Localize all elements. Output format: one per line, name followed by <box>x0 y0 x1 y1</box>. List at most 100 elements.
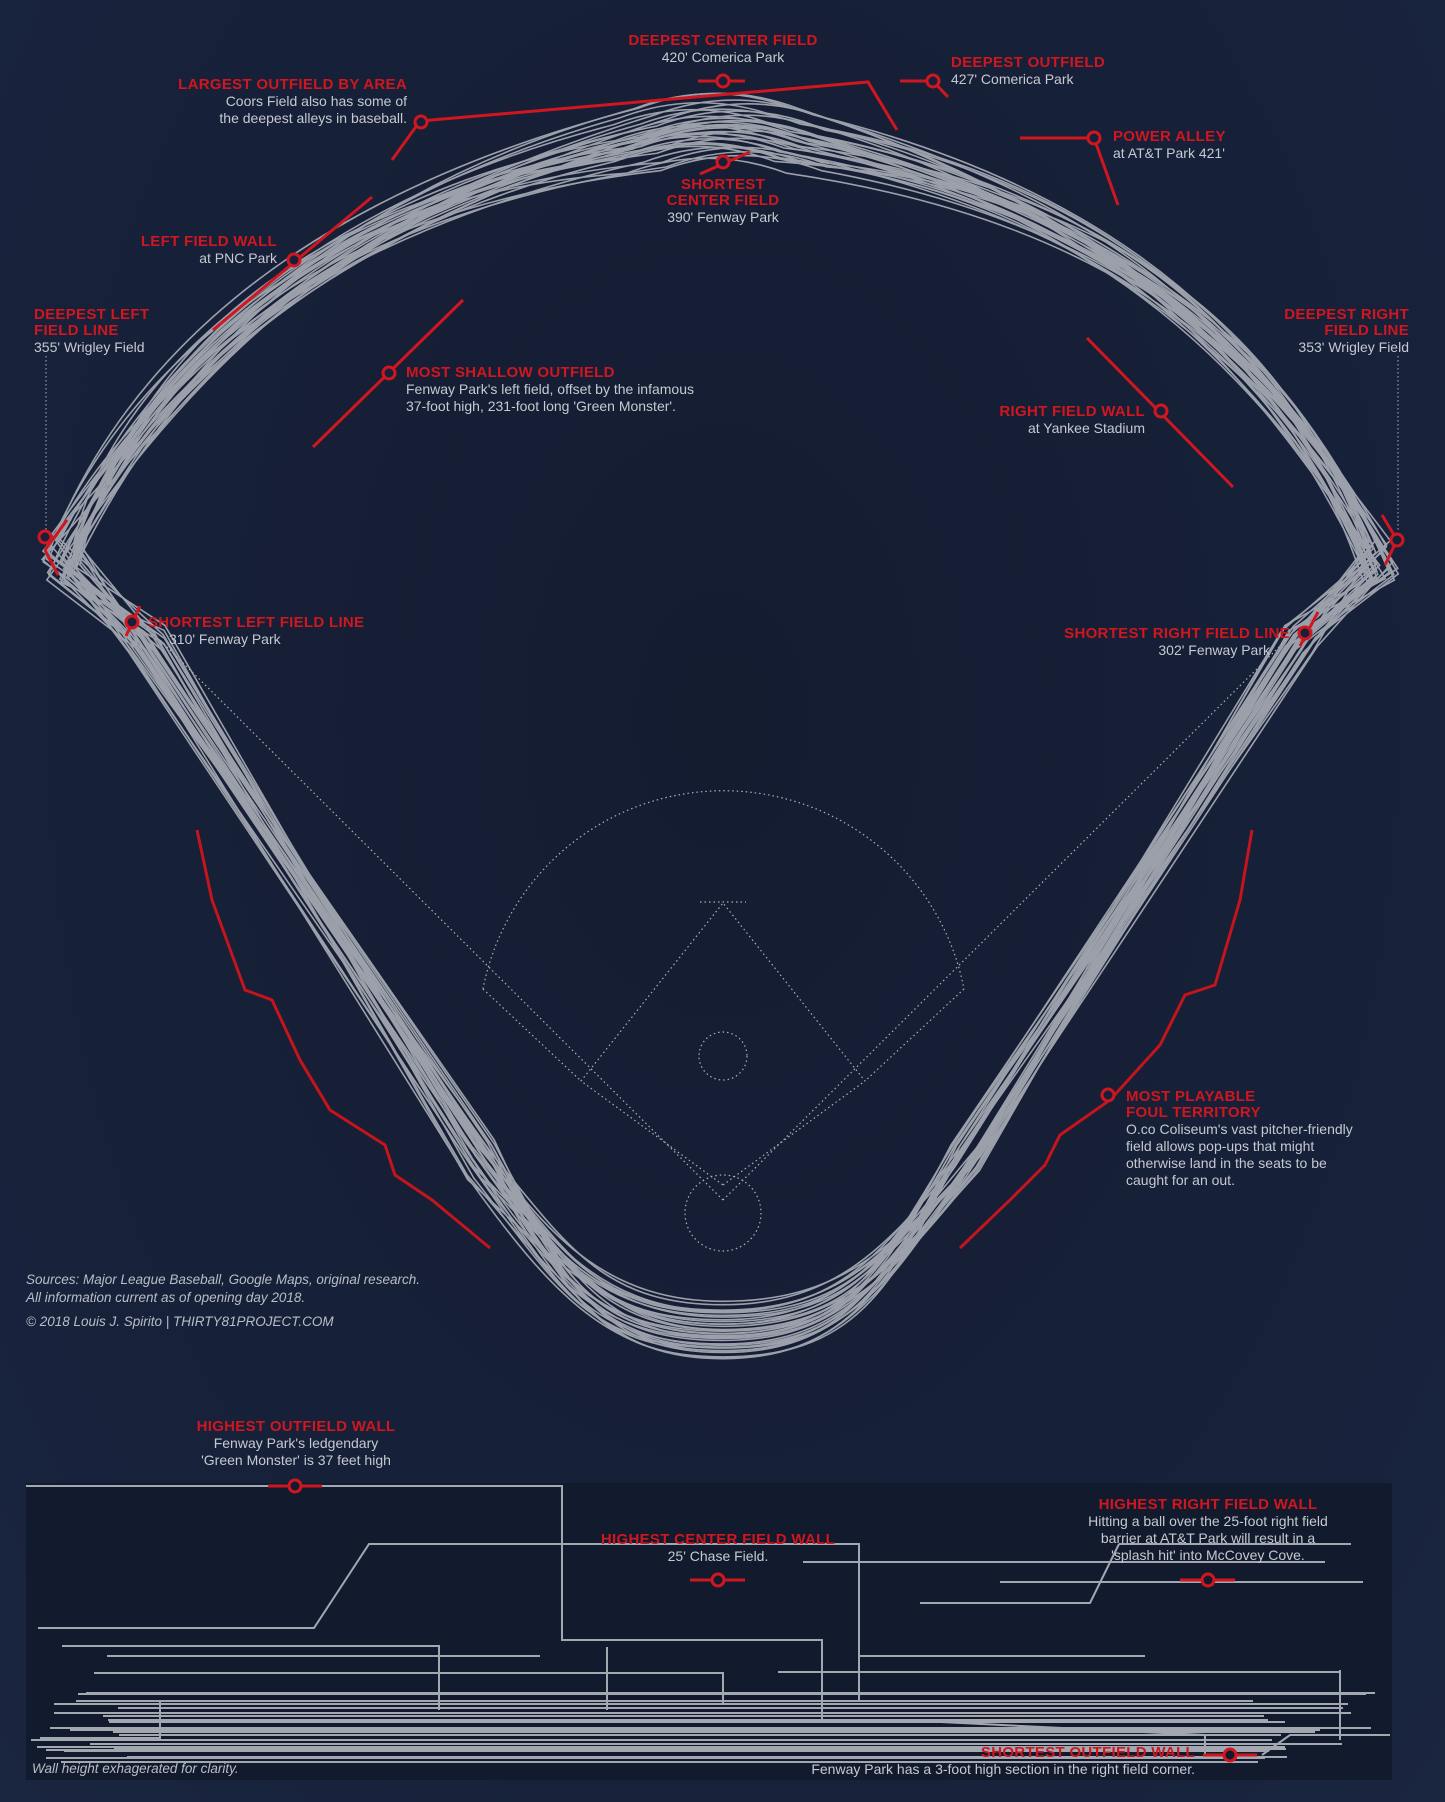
callout-text: barrier at AT&T Park will result in a <box>1100 1530 1316 1546</box>
callout-text: 25' Chase Field. <box>667 1548 769 1564</box>
callout-title: SHORTEST RIGHT FIELD LINE <box>1064 625 1290 642</box>
callout-text: 427' Comerica Park <box>951 71 1074 87</box>
callout-title: SHORTEST LEFT FIELD LINE <box>148 614 365 631</box>
callout-text: O.co Coliseum's vast pitcher-friendly <box>1126 1121 1353 1137</box>
callout-text: Fenway Park has a 3-foot high section in… <box>811 1761 1195 1777</box>
callout-title: HIGHEST OUTFIELD WALL <box>196 1418 396 1435</box>
ballpark-outline <box>62 117 1373 1314</box>
callout-text: Coors Field also has some of <box>225 93 407 109</box>
wall-markers <box>268 1478 1257 1763</box>
sources-note: Sources: Major League Baseball, Google M… <box>26 1271 420 1331</box>
ballpark-outline <box>79 143 1392 1317</box>
wall-profile-line <box>26 1485 823 1720</box>
ballpark-outline <box>46 93 1374 1352</box>
infield-diagram <box>159 639 1287 1252</box>
callout-text: Hitting a ball over the 25-foot right fi… <box>1088 1513 1328 1529</box>
foul-territory-highlight <box>195 829 1254 1250</box>
callout-title: MOST PLAYABLE <box>1126 1088 1256 1105</box>
callout-deepest-right-field-line: DEEPEST RIGHT FIELD LINE 353' Wrigley Fi… <box>1209 307 1409 356</box>
callout-largest-outfield: LARGEST OUTFIELD BY AREA Coors Field als… <box>107 77 407 127</box>
wall-profile-line <box>38 1543 860 1700</box>
wall-profile-line <box>1261 1734 1390 1756</box>
marker-most-shallow <box>381 365 397 381</box>
callout-title: LEFT FIELD WALL <box>140 233 277 250</box>
callout-deepest-left-field-line: DEEPEST LEFT FIELD LINE 355' Wrigley Fie… <box>34 307 149 356</box>
infield-diamond <box>580 902 866 1186</box>
marker-deepest-center <box>715 73 731 89</box>
marker-highest-right-wall <box>1200 1572 1216 1588</box>
callout-title: FIELD LINE <box>1324 322 1409 339</box>
marker-power-alley <box>1086 130 1102 146</box>
foul-line-left <box>159 639 724 1201</box>
ballpark-outline <box>68 130 1384 1313</box>
wall-height-note: Wall height exhagerated for clarity. <box>32 1761 239 1776</box>
callout-text: 302' Fenway Park <box>1158 642 1270 658</box>
callout-title: SHORTEST <box>680 176 766 193</box>
callout-text: 'Green Monster' is 37 feet high <box>201 1452 391 1468</box>
callout-title: DEEPEST RIGHT <box>1284 306 1409 323</box>
ballpark-outline <box>46 146 1387 1342</box>
marker-deepest-outfield <box>925 73 941 89</box>
marker-most-foul <box>1100 1087 1116 1103</box>
callout-title: SHORTEST OUTFIELD WALL <box>980 1744 1195 1761</box>
callout-text: 37-foot high, 231-foot long 'Green Monst… <box>406 398 676 414</box>
callout-title: LARGEST OUTFIELD BY AREA <box>178 76 407 93</box>
callout-text: 390' Fenway Park <box>667 209 779 225</box>
pitchers-mound <box>698 1031 748 1081</box>
wall-profile-line <box>920 1543 1120 1604</box>
callout-title: DEEPEST LEFT <box>34 306 150 323</box>
callout-text: Fenway Park's ledgendary <box>213 1435 379 1451</box>
callout-title: FOUL TERRITORY <box>1126 1104 1261 1121</box>
ballpark-outline <box>75 145 1373 1347</box>
credit-line[interactable]: © 2018 Louis J. Spirito | THIRTY81PROJEC… <box>26 1314 334 1329</box>
callout-text: Fenway Park's left field, offset by the … <box>406 381 694 397</box>
infield-dirt <box>482 901 965 1082</box>
callout-title: FIELD LINE <box>34 322 119 339</box>
callout-text: at Yankee Stadium <box>1027 420 1145 436</box>
callout-text: at AT&T Park 421' <box>1113 145 1225 161</box>
marker-right-field-wall <box>1153 403 1169 419</box>
ballpark-outline <box>79 103 1372 1303</box>
marker-shortest-right <box>1297 625 1313 641</box>
callout-title: HIGHEST RIGHT FIELD WALL <box>1098 1496 1318 1513</box>
callout-title: RIGHT FIELD WALL <box>999 403 1145 420</box>
marker-deepest-left <box>37 529 53 545</box>
callout-text: 355' Wrigley Field <box>34 339 145 355</box>
callout-power-alley: POWER ALLEY at AT&T Park 421' <box>1113 129 1226 162</box>
callout-text: otherwise land in the seats to be <box>1126 1155 1327 1171</box>
ballpark-outline <box>61 154 1395 1340</box>
foul-line-right <box>722 639 1287 1201</box>
callout-title: MOST SHALLOW OUTFIELD <box>406 364 615 381</box>
sources-line: Sources: Major League Baseball, Google M… <box>26 1272 420 1287</box>
callout-shortest-center-field: SHORTEST CENTER FIELD 390' Fenway Park <box>623 177 823 226</box>
callout-shortest-outfield-wall: SHORTEST OUTFIELD WALL Fenway Park has a… <box>695 1745 1195 1778</box>
marker-shortest-outfield-wall <box>1222 1747 1238 1763</box>
home-plate-circle <box>684 1174 762 1252</box>
wall-profile-line <box>62 1645 440 1710</box>
callout-deepest-center-field: DEEPEST CENTER FIELD 420' Comerica Park <box>573 33 873 66</box>
callout-title: POWER ALLEY <box>1113 128 1226 145</box>
callout-title: DEEPEST CENTER FIELD <box>628 32 818 49</box>
callout-text: 'splash hit' into McCovey Cove. <box>1111 1547 1305 1563</box>
marker-largest-outfield <box>413 114 429 130</box>
ballpark-outline <box>72 114 1390 1354</box>
callout-title: CENTER FIELD <box>666 192 780 209</box>
leader-lines <box>45 356 1399 530</box>
marker-highest-outfield-wall <box>287 1478 303 1494</box>
callout-text: caught for an out. <box>1126 1172 1235 1188</box>
callout-highest-outfield-wall: HIGHEST OUTFIELD WALL Fenway Park's ledg… <box>146 1419 446 1469</box>
callout-markers <box>37 73 1405 1103</box>
wall-profile-line <box>40 1700 161 1739</box>
callout-text: 310' Fenway Park <box>169 631 281 647</box>
marker-shortest-left <box>124 614 140 630</box>
callout-text: field allows pop-ups that might <box>1126 1138 1315 1154</box>
callout-left-field-wall: LEFT FIELD WALL at PNC Park <box>77 234 277 267</box>
callout-most-playable-foul-territory: MOST PLAYABLE FOUL TERRITORY O.co Colise… <box>1126 1089 1353 1189</box>
callout-shortest-left-field-line: SHORTEST LEFT FIELD LINE 310' Fenway Par… <box>148 615 364 648</box>
callout-shortest-right-field-line: SHORTEST RIGHT FIELD LINE 302' Fenway Pa… <box>990 626 1290 659</box>
callout-right-field-wall: RIGHT FIELD WALL at Yankee Stadium <box>945 404 1145 437</box>
callout-deepest-outfield: DEEPEST OUTFIELD 427' Comerica Park <box>951 55 1105 88</box>
sources-line: All information current as of opening da… <box>26 1290 306 1305</box>
